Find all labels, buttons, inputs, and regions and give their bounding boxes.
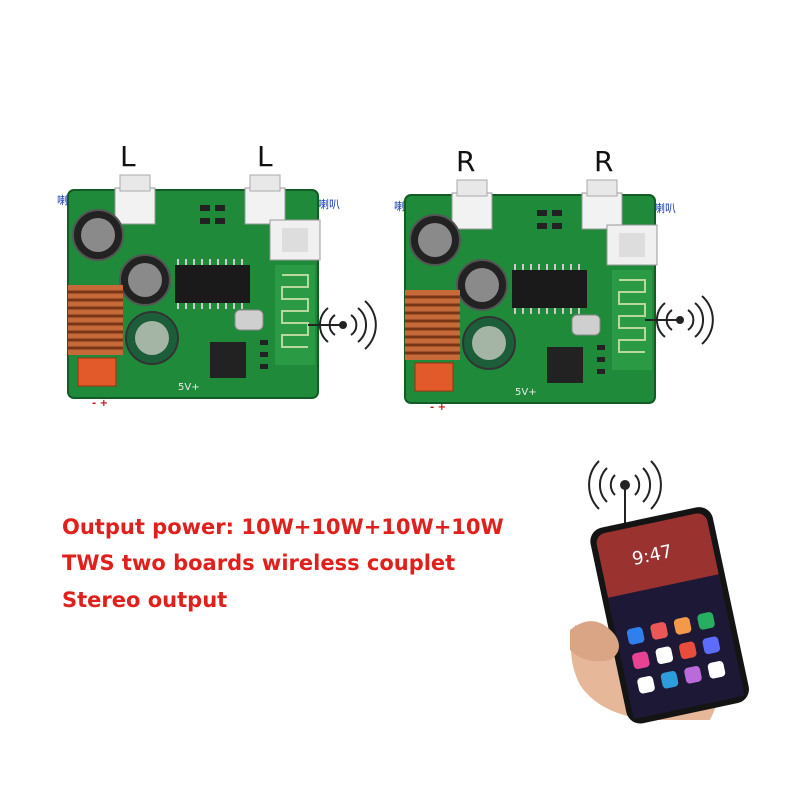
- headline-output-power: Output power: 10W+10W+10W+10W: [62, 515, 504, 539]
- right-board-speaker-label-b: 喇叭: [654, 202, 676, 215]
- broadcast-icon: [588, 460, 662, 527]
- headline-stereo: Stereo output: [62, 588, 228, 612]
- left-board-image: [67, 174, 377, 399]
- right-board-image: [404, 179, 714, 404]
- smartphone-in-hand: [560, 455, 790, 725]
- left-board-power-marking: 5V+: [178, 382, 200, 393]
- left-board-speaker-label-b: 喇叭: [318, 198, 340, 211]
- left-board-label-2: L: [257, 140, 273, 173]
- right-board-polarity: - +: [430, 402, 447, 413]
- right-amplifier-board: [397, 175, 727, 425]
- headline-tws: TWS two boards wireless couplet: [62, 551, 456, 575]
- left-board-polarity: - +: [92, 398, 109, 409]
- left-amplifier-board: [60, 170, 390, 420]
- phone-image: [570, 460, 749, 724]
- right-board-label-1: R: [456, 145, 476, 178]
- right-board-power-marking: 5V+: [515, 387, 537, 398]
- right-board-label-2: R: [594, 145, 614, 178]
- left-board-label-1: L: [120, 140, 136, 173]
